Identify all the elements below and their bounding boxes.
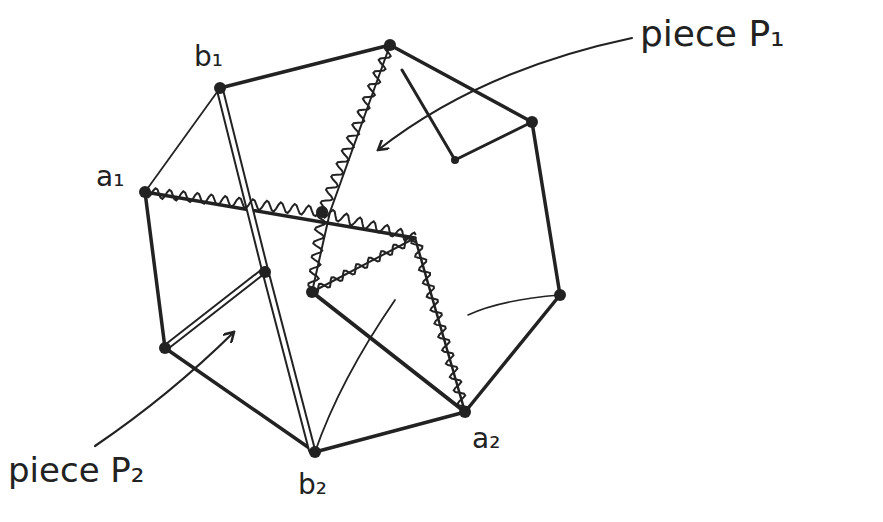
- double-edge-inner: [165, 270, 265, 348]
- vertex-label: b₁: [194, 42, 223, 73]
- wavy-edge: [411, 238, 469, 411]
- wavy-edge: [322, 210, 416, 240]
- piece-outline: [402, 70, 532, 160]
- double-edge: [220, 90, 312, 450]
- thin-edge: [468, 295, 560, 315]
- double-edge-inner: [220, 90, 312, 450]
- piece-label: piece P₁: [640, 14, 785, 54]
- leader-arrow: [378, 38, 632, 150]
- piece-label: piece P₂: [8, 452, 145, 489]
- leader-arrow: [95, 332, 234, 446]
- wavy-edge: [308, 212, 325, 293]
- wavy-edges: [145, 45, 469, 411]
- inner-edge: [312, 45, 390, 292]
- outer-edges: [145, 45, 560, 452]
- wavy-edge: [312, 238, 417, 294]
- vertex-label: b₂: [298, 470, 327, 501]
- wavy-edge: [145, 188, 323, 216]
- thin-edge: [145, 88, 220, 192]
- wavy-edge: [321, 45, 391, 213]
- double-edge: [165, 270, 265, 348]
- inner-edge: [145, 192, 415, 238]
- vertex-label: a₁: [96, 162, 124, 193]
- thin-edge: [315, 300, 395, 452]
- vertex-dots: [139, 39, 566, 458]
- vertex-label: a₂: [472, 424, 500, 455]
